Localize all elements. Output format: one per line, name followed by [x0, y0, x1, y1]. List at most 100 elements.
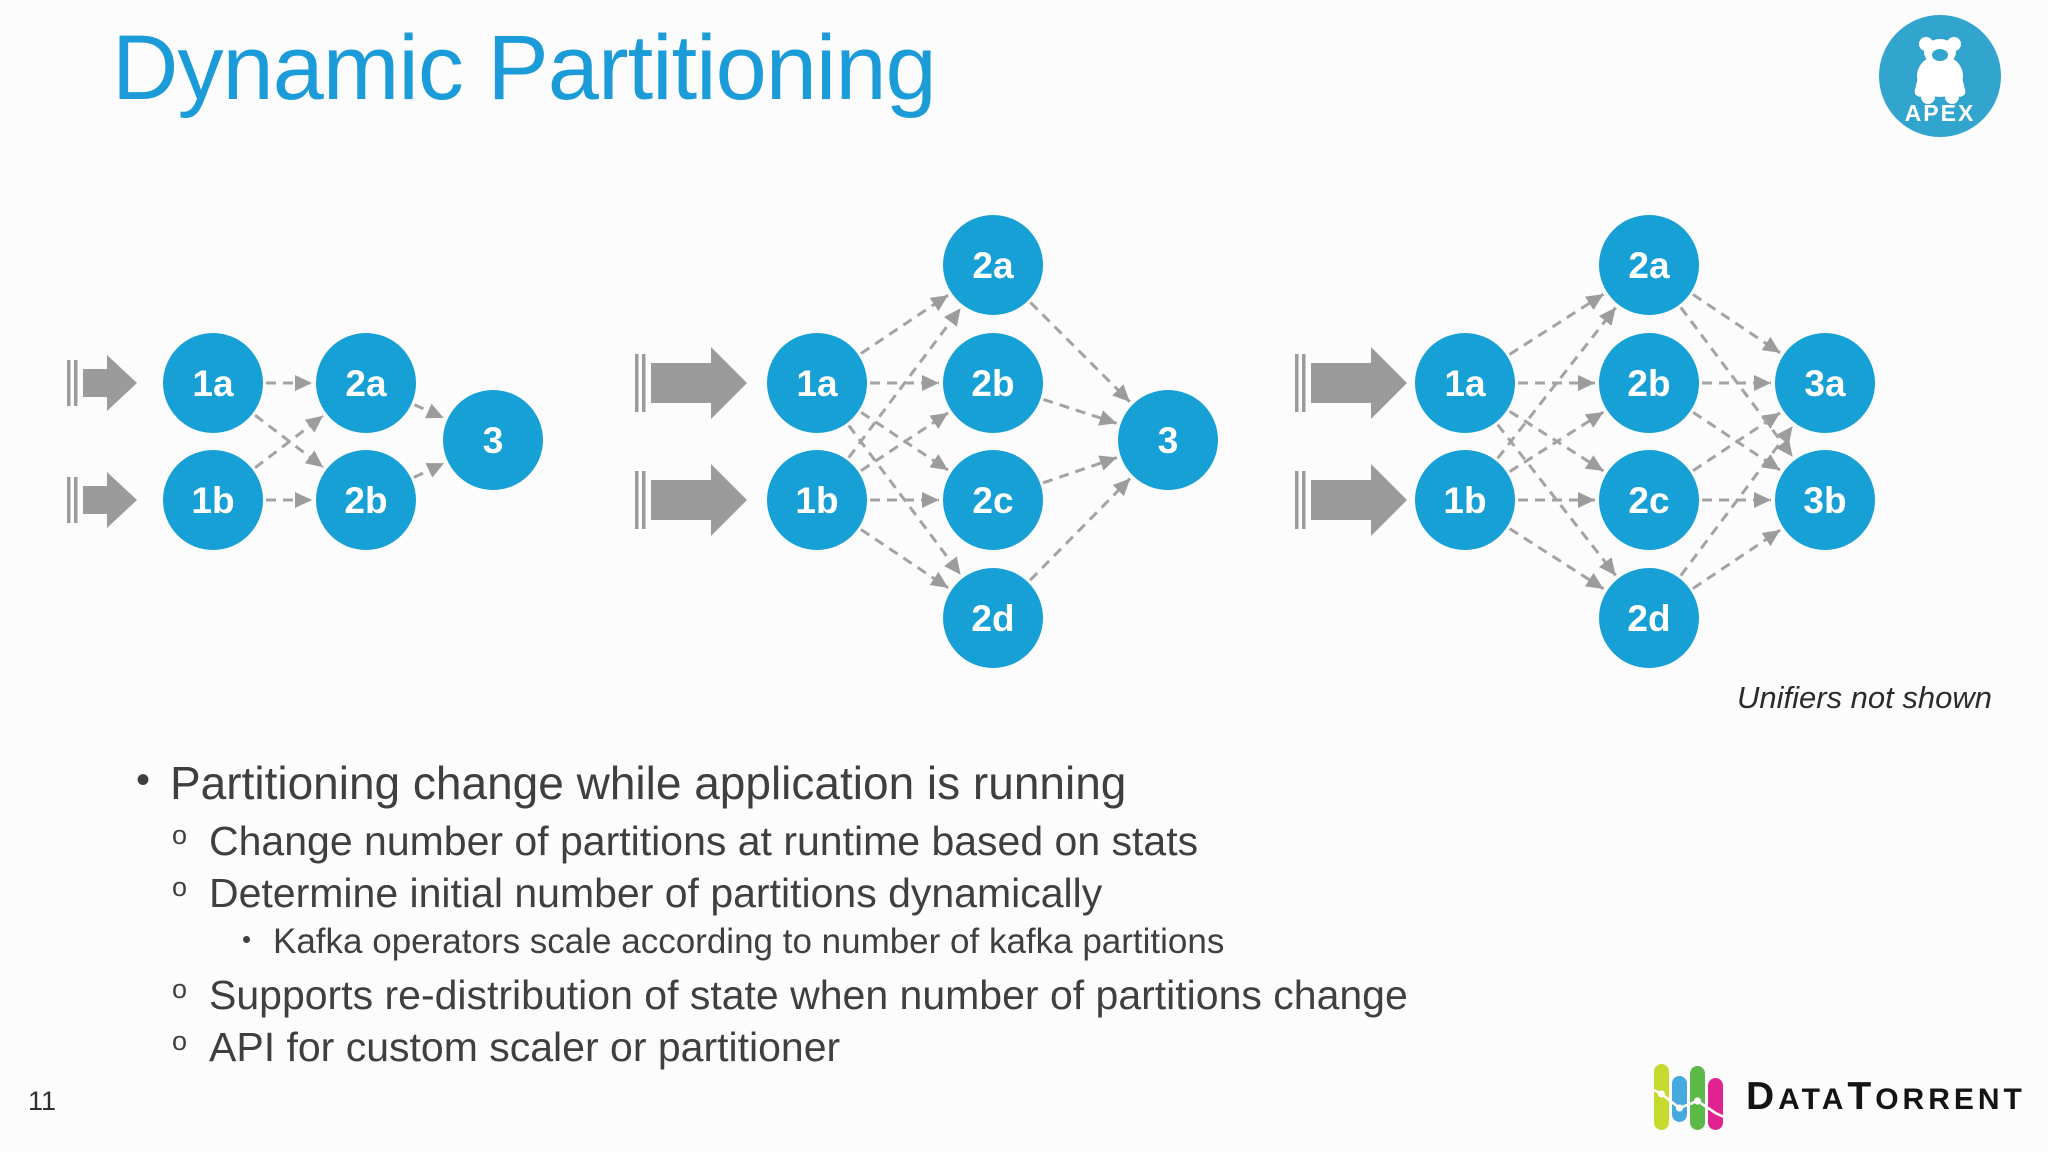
operator-node-1a: 1a: [767, 333, 867, 433]
node-label: 3a: [1804, 363, 1846, 404]
page-number: 11: [28, 1086, 57, 1116]
input-arrow-icon: [1295, 464, 1407, 536]
input-arrow-icon: [1295, 347, 1407, 419]
bullet-list: • Partitioning change while application i…: [0, 756, 1700, 1076]
input-arrow-icon: [67, 472, 137, 528]
node-label: 2b: [344, 480, 387, 521]
diagram-two-to-four-to-one: 1a 1b 2a 2b 2c 2d 3: [635, 215, 1218, 668]
bullet-glyph: o: [172, 820, 188, 850]
operator-node-1a: 1a: [163, 333, 263, 433]
operator-node-1b: 1b: [1415, 450, 1515, 550]
stream-edge: [860, 293, 949, 355]
input-arrow-icon: [67, 355, 137, 411]
apex-logo: APEX: [1877, 13, 2003, 139]
node-label: 1a: [796, 363, 838, 404]
stream-edge: [847, 307, 962, 459]
node-label: 2a: [1628, 245, 1670, 286]
stream-edge: [1029, 477, 1132, 582]
bullet-item: o Determine initial number of partitions …: [0, 870, 1700, 922]
operator-node-2b: 2b: [316, 450, 416, 550]
operator-node-2d: 2d: [943, 568, 1043, 668]
datatorrent-logo: DATATORRENT: [1652, 1056, 2026, 1136]
node-label: 2a: [972, 245, 1014, 286]
input-arrow-icon: [635, 464, 747, 536]
bullet-glyph: o: [172, 1026, 188, 1056]
node-label: 2b: [971, 363, 1014, 404]
bullet-text: API for custom scaler or partitioner: [209, 1024, 841, 1070]
bullet-item: • Kafka operators scale according to numb…: [0, 922, 1700, 972]
stream-edge: [1508, 527, 1605, 591]
node-label: 1b: [1443, 480, 1486, 521]
operator-node-1b: 1b: [163, 450, 263, 550]
operator-node-2d: 2d: [1599, 568, 1699, 668]
diagram-two-to-two-to-one: 1a 1b 2a 2b 3: [67, 333, 543, 550]
stream-edge: [1042, 455, 1118, 485]
bullet-glyph: o: [172, 872, 188, 902]
node-label: 2c: [1628, 480, 1669, 521]
operator-node-2b: 2b: [943, 333, 1043, 433]
stream-edge: [1042, 397, 1118, 426]
bullet-text: Partitioning change while application is…: [170, 757, 1127, 809]
page-title: Dynamic Partitioning: [112, 17, 937, 119]
node-label: 1a: [192, 363, 234, 404]
operator-node-3: 3: [443, 390, 543, 490]
operator-node-2a: 2a: [943, 215, 1043, 315]
operator-node-2c: 2c: [1599, 450, 1699, 550]
stream-edge: [1692, 293, 1781, 355]
stream-edge: [1029, 301, 1131, 403]
node-label: 2c: [972, 480, 1013, 521]
stream-edge: [1692, 528, 1781, 590]
bullet-text: Supports re-distribution of state when n…: [209, 972, 1408, 1018]
stream-edge: [860, 528, 949, 590]
datatorrent-wordmark: DATATORRENT: [1746, 1077, 2026, 1116]
bullet-item: o Supports re-distribution of state when …: [0, 972, 1700, 1024]
bullet-text: Determine initial number of partitions d…: [209, 870, 1103, 916]
node-label: 2d: [1627, 598, 1670, 639]
operator-node-1b: 1b: [767, 450, 867, 550]
bullet-text: Kafka operators scale according to numbe…: [273, 922, 1225, 961]
bullet-item: o Change number of partitions at runtime …: [0, 818, 1700, 870]
brand-letters: ORRENT: [1875, 1082, 2026, 1116]
brand-letter: D: [1746, 1074, 1779, 1118]
operator-node-3b: 3b: [1775, 450, 1875, 550]
bullet-glyph: •: [242, 924, 252, 954]
operator-node-3a: 3a: [1775, 333, 1875, 433]
node-label: 3: [483, 420, 504, 461]
unifiers-note: Unifiers not shown: [1736, 680, 1992, 715]
stream-edge: [1496, 423, 1617, 577]
stream-edge: [1508, 410, 1605, 473]
stream-edge: [413, 403, 445, 420]
node-label: 1b: [795, 480, 838, 521]
operator-node-2c: 2c: [943, 450, 1043, 550]
bullet-item: o API for custom scaler or partitioner: [0, 1024, 1700, 1076]
bullet-item: • Partitioning change while application i…: [0, 756, 1700, 818]
stream-edge: [1508, 292, 1605, 356]
stream-edge: [1692, 411, 1781, 472]
node-label: 2a: [345, 363, 387, 404]
apex-label: APEX: [1905, 100, 1976, 126]
apex-gorilla-icon: APEX: [1879, 15, 2001, 137]
operator-node-3: 3: [1118, 390, 1218, 490]
bullet-text: Change number of partitions at runtime b…: [209, 818, 1199, 864]
node-label: 1b: [191, 480, 234, 521]
operator-node-1a: 1a: [1415, 333, 1515, 433]
operator-node-2a: 2a: [316, 333, 416, 433]
brand-letters: ATA: [1778, 1082, 1848, 1116]
node-label: 1a: [1444, 363, 1486, 404]
node-label: 2d: [971, 598, 1014, 639]
operator-node-2a: 2a: [1599, 215, 1699, 315]
node-label: 3: [1158, 420, 1179, 461]
bullet-glyph: •: [136, 758, 151, 802]
stream-edge: [860, 411, 949, 472]
node-label: 3b: [1803, 480, 1846, 521]
stream-edge: [254, 414, 325, 469]
stream-edge: [1496, 306, 1617, 460]
datatorrent-bars-icon: [1653, 1064, 1727, 1130]
bullet-glyph: o: [172, 974, 188, 1004]
brand-letter: T: [1847, 1074, 1876, 1118]
stream-edge: [1679, 306, 1794, 458]
input-arrow-icon: [635, 347, 747, 419]
